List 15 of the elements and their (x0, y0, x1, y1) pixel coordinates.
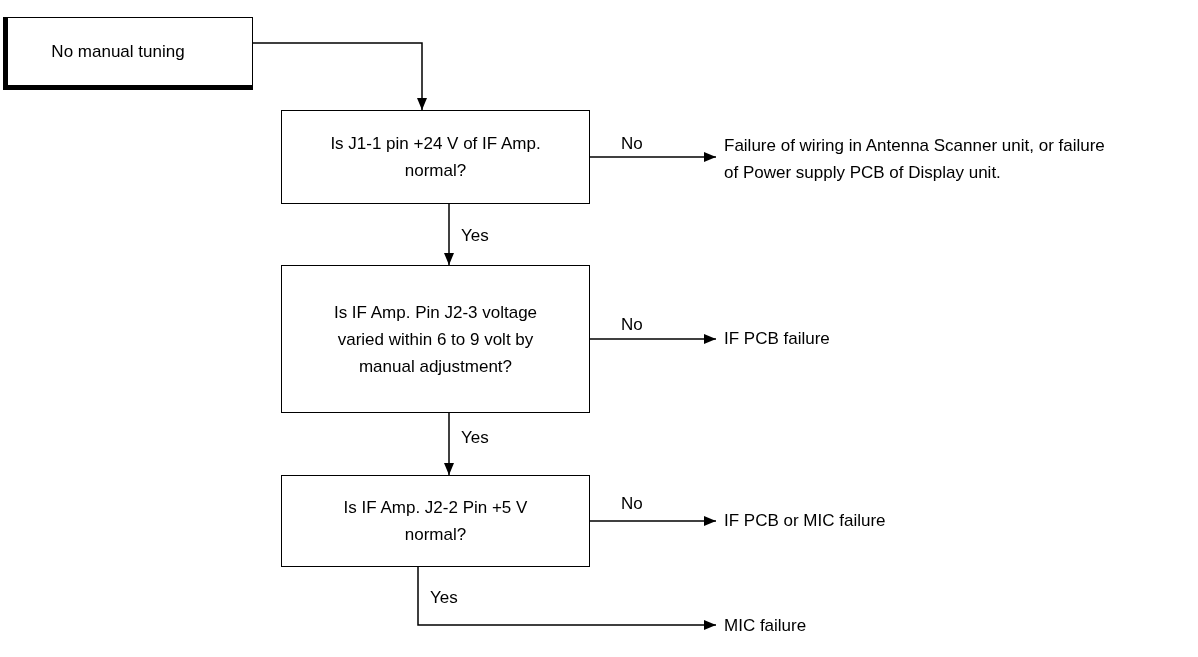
start-box: No manual tuning (3, 17, 253, 90)
question-box: Is J1-1 pin +24 V of IF Amp. normal? (281, 110, 590, 204)
result-text: IF PCB failure (724, 327, 831, 350)
arrow (417, 566, 717, 630)
arrow (444, 412, 454, 476)
arrow (444, 203, 454, 266)
result-text: MIC failure (724, 614, 808, 637)
arrow (589, 152, 717, 162)
question-box: Is IF Amp. J2-2 Pin +5 V normal? (281, 475, 590, 567)
arrow (252, 42, 427, 111)
question-box: Is IF Amp. Pin J2-3 voltage varied within 6 to 9 volt by manual adjustment? (281, 265, 590, 413)
arrow (589, 334, 717, 344)
result-text: IF PCB or MIC failure (724, 509, 887, 532)
arrow (589, 516, 717, 526)
result-text: Failure of wiring in Antenna Scanner unit, or failure of Power supply PCB of Display unit. (724, 135, 1106, 184)
